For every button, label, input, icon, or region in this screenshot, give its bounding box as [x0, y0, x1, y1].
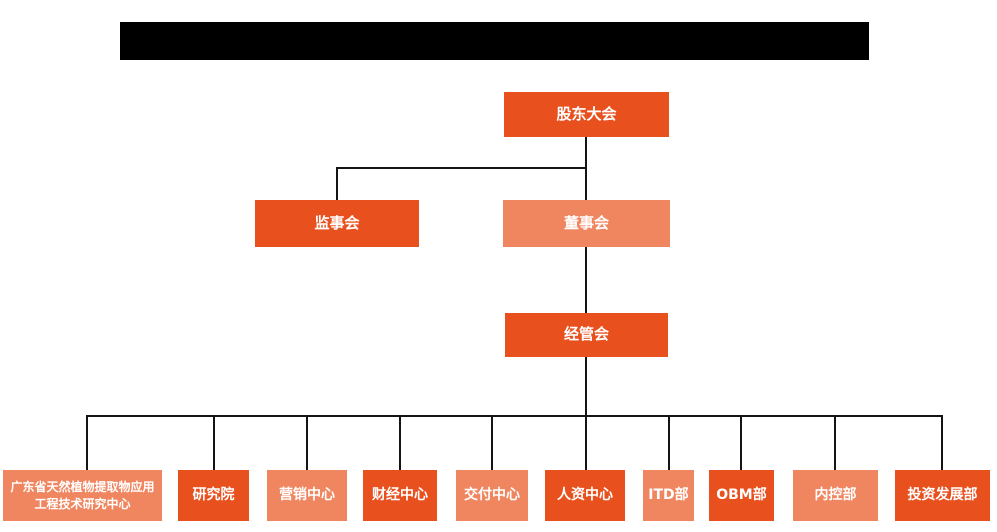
node-dept-delivery-center: 交付中心: [456, 470, 528, 521]
node-dept-finance-center: 财经中心: [363, 470, 437, 521]
redacted-title-bar: [120, 22, 869, 60]
node-board-of-directors: 董事会: [503, 200, 670, 247]
connector-level2-branch: [336, 167, 587, 169]
node-dept-research-institute: 研究院: [178, 470, 249, 521]
connector-drop-dept-2: [213, 415, 215, 470]
node-dept-hr-center: 人资中心: [545, 470, 625, 521]
node-dept-obm: OBM部: [709, 470, 774, 521]
node-dept-marketing-center: 营销中心: [267, 470, 347, 521]
connector-supervisory-drop: [336, 167, 338, 200]
connector-board-to-management: [585, 247, 587, 313]
connector-drop-dept-5: [491, 415, 493, 470]
connector-drop-dept-6: [585, 415, 587, 470]
node-management-committee: 经管会: [505, 313, 668, 357]
connector-drop-dept-1: [86, 415, 88, 470]
connector-drop-dept-3: [306, 415, 308, 470]
node-dept-research-center: 广东省天然植物提取物应用工程技术研究中心: [3, 470, 162, 521]
connector-drop-dept-8: [740, 415, 742, 470]
node-supervisory-board: 监事会: [255, 200, 419, 247]
node-dept-investment-development: 投资发展部: [895, 470, 990, 521]
node-dept-internal-control: 内控部: [793, 470, 878, 521]
connector-drop-dept-9: [834, 415, 836, 470]
connector-management-down: [585, 357, 587, 416]
connector-drop-dept-10: [941, 415, 943, 470]
connector-drop-dept-7: [668, 415, 670, 470]
node-shareholders-meeting: 股东大会: [504, 92, 669, 137]
connector-department-bus: [86, 415, 943, 417]
connector-drop-dept-4: [399, 415, 401, 470]
node-dept-itd: ITD部: [643, 470, 694, 521]
